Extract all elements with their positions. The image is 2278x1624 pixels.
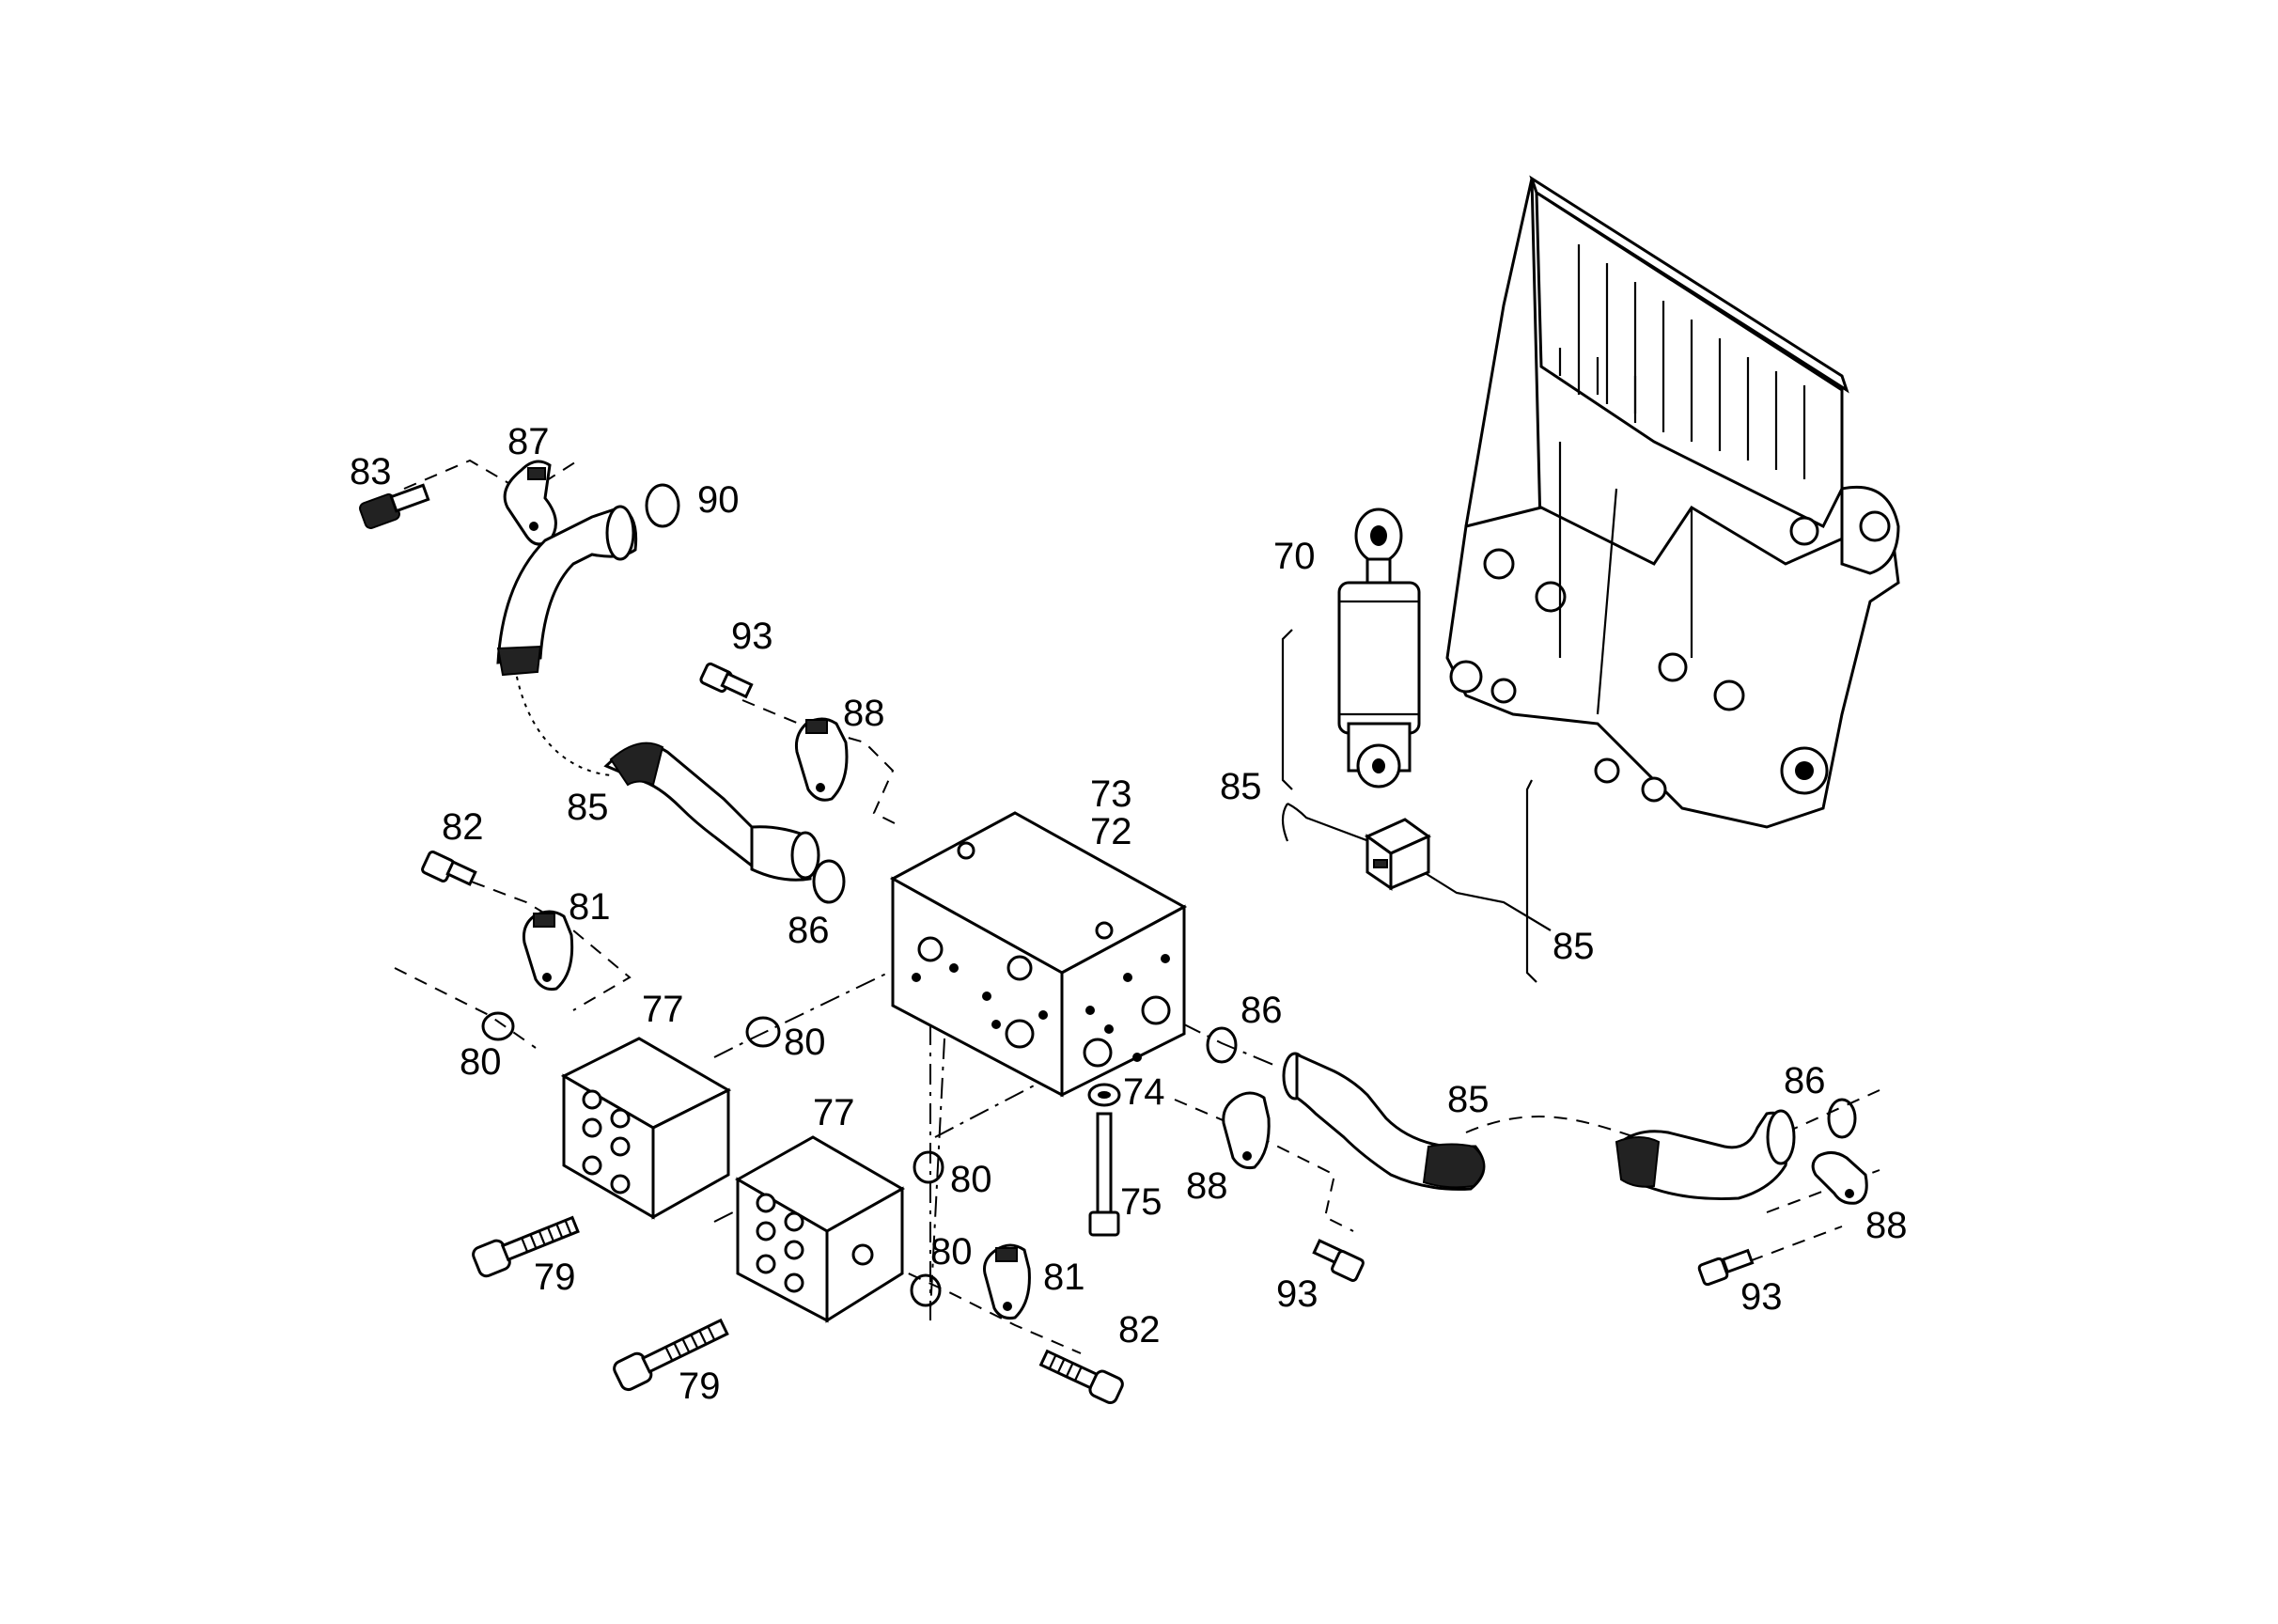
callout-80-bottom: 80 <box>930 1231 973 1273</box>
callout-90: 90 <box>697 479 740 521</box>
callout-80-mid: 80 <box>784 1022 826 1063</box>
callout-86-left: 86 <box>788 910 830 951</box>
clamp-88-right <box>1811 1151 1868 1205</box>
elbow-85-right <box>1615 1109 1796 1201</box>
bolt-75 <box>1088 1112 1120 1237</box>
clamp-87 <box>503 460 557 546</box>
callout-77-left: 77 <box>642 989 684 1030</box>
callout-74: 74 <box>1123 1071 1165 1113</box>
bolt-79-upper <box>472 1215 580 1278</box>
callout-75: 75 <box>1120 1181 1162 1223</box>
callout-77-right: 77 <box>813 1092 855 1133</box>
callout-86-middle: 86 <box>1240 990 1283 1031</box>
bolt-83 <box>359 483 430 529</box>
callout-85-switch: 85 <box>1220 766 1262 807</box>
callout-93-right: 93 <box>1740 1276 1783 1318</box>
callout-70: 70 <box>1273 536 1316 577</box>
callout-83: 83 <box>350 451 392 492</box>
clamp-81-lower <box>983 1243 1031 1320</box>
callout-93-top: 93 <box>731 616 773 657</box>
valve-block-72-73 <box>889 811 1188 1098</box>
callout-labels: 83 87 90 93 88 85 73 72 82 81 86 77 80 8… <box>350 421 1908 1407</box>
callout-81-lower: 81 <box>1043 1257 1085 1298</box>
callout-85-middle: 85 <box>1447 1079 1490 1120</box>
hose-85-middle <box>1282 1052 1486 1191</box>
block-77-right <box>734 1135 906 1323</box>
clamp-88-top <box>795 717 849 802</box>
callout-82-lower: 82 <box>1118 1309 1161 1351</box>
frame-assembly <box>1445 175 1900 829</box>
callout-88-middle: 88 <box>1186 1165 1228 1207</box>
callout-85-cable: 85 <box>1552 926 1595 967</box>
o-rings-80 <box>481 1011 944 1307</box>
callout-88-right: 88 <box>1865 1205 1908 1246</box>
bolt-93-middle <box>1312 1239 1365 1282</box>
bolt-93-right <box>1697 1248 1755 1287</box>
callout-82-upper: 82 <box>442 806 484 848</box>
bolt-82-lower <box>1038 1349 1124 1405</box>
elbow-pipe-90 <box>496 483 680 677</box>
clamp-81-upper <box>523 910 574 991</box>
callout-81-upper: 81 <box>569 886 611 928</box>
switch-85 <box>1365 818 1431 891</box>
cylinder-70 <box>1337 508 1421 789</box>
callout-80-lower: 80 <box>950 1159 992 1200</box>
o-rings-86 <box>1206 1026 1857 1139</box>
clamp-88-middle <box>1222 1091 1271 1169</box>
bolt-79-lower <box>613 1318 729 1392</box>
washer-74 <box>1087 1083 1121 1107</box>
callout-79-lower: 79 <box>679 1366 721 1407</box>
bolt-82-upper <box>421 851 477 886</box>
callout-85-left: 85 <box>567 787 609 828</box>
bolt-93-top <box>699 662 754 699</box>
block-77-left <box>560 1037 732 1220</box>
hose-85-left <box>603 742 846 904</box>
callout-79-upper: 79 <box>534 1257 576 1298</box>
callout-72: 72 <box>1090 811 1132 852</box>
callout-80-left: 80 <box>460 1041 502 1083</box>
callout-88-top: 88 <box>843 693 885 734</box>
callout-93-middle: 93 <box>1276 1273 1318 1315</box>
callout-86-right: 86 <box>1784 1060 1826 1101</box>
callout-73: 73 <box>1090 773 1132 815</box>
callout-87: 87 <box>507 421 550 462</box>
